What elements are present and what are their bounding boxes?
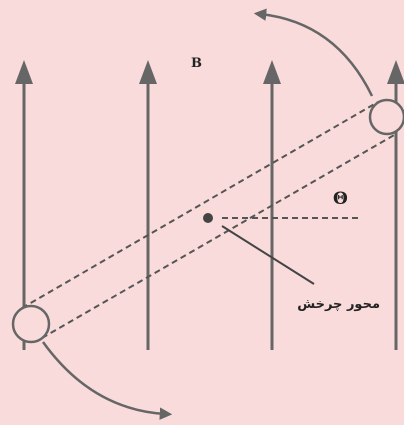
coil-edge-top — [21, 101, 379, 309]
field-line-2-arrowhead — [139, 60, 157, 84]
axis-label-pointer — [221, 225, 315, 285]
rotation-arrow-lower — [41, 341, 173, 420]
coil-wire-upper — [368, 98, 404, 136]
rotation-axis-point — [203, 213, 213, 223]
coil-wire-lower — [11, 304, 51, 344]
rotation-arrow-upper — [253, 8, 374, 97]
rotation-axis-label: محور چرخش — [297, 297, 380, 312]
magnetic-field-label: B — [191, 56, 202, 71]
coil-edge-bottom — [41, 133, 397, 339]
field-line-3-arrowhead — [263, 60, 281, 84]
field-line-4-arrowhead — [387, 60, 404, 84]
field-line-1-arrowhead — [15, 60, 33, 84]
angle-label: Θ — [333, 189, 348, 209]
coil-outline — [21, 101, 397, 339]
field-lines — [15, 60, 404, 350]
